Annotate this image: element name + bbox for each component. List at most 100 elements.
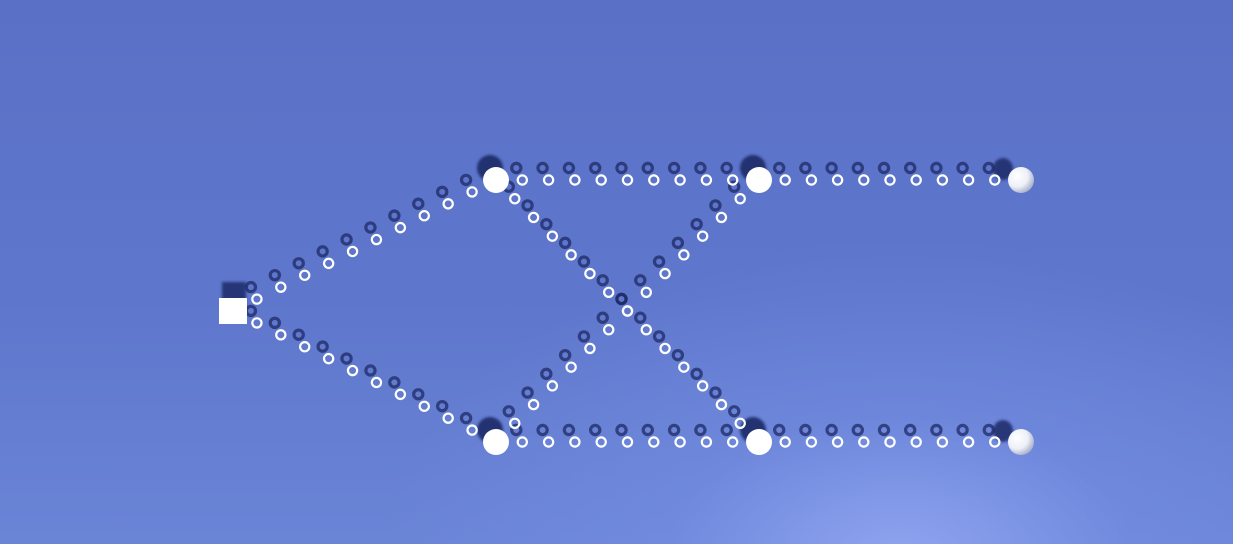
path-bead[interactable] — [831, 174, 844, 186]
bead-shadow — [690, 367, 703, 381]
path-bead[interactable] — [734, 417, 746, 429]
path-bead[interactable] — [700, 436, 713, 448]
path-bead[interactable] — [516, 436, 529, 448]
junction-node-bottom-left[interactable] — [483, 429, 509, 455]
path-bead[interactable] — [569, 174, 581, 186]
path-bead[interactable] — [779, 436, 791, 448]
bead-shadow — [540, 367, 553, 381]
path-bead[interactable] — [565, 249, 577, 261]
junction-node-bottom-mid[interactable] — [746, 429, 772, 455]
path-bead[interactable] — [565, 361, 577, 373]
path-bead[interactable] — [640, 286, 652, 298]
junction-node-top-mid[interactable] — [746, 167, 772, 193]
path-bead[interactable] — [989, 436, 1001, 448]
path-bead[interactable] — [466, 186, 478, 198]
path-bead[interactable] — [394, 221, 407, 234]
path-bead[interactable] — [989, 174, 1001, 186]
path-bead[interactable] — [696, 230, 709, 242]
path-bead[interactable] — [700, 174, 713, 186]
path-bead[interactable] — [251, 317, 263, 329]
path-bead[interactable] — [659, 342, 671, 355]
node-layer — [219, 167, 1034, 455]
path-bead[interactable] — [299, 341, 311, 353]
bead-shadow — [459, 173, 473, 187]
start-block[interactable] — [219, 298, 247, 324]
path-bead[interactable] — [678, 249, 690, 261]
path-bead[interactable] — [542, 436, 555, 448]
path-bead[interactable] — [621, 305, 634, 317]
path-bead[interactable] — [621, 174, 634, 186]
path-bead[interactable] — [442, 198, 454, 210]
path-bead[interactable] — [516, 174, 529, 186]
path-bead[interactable] — [595, 436, 607, 448]
path-bead[interactable] — [275, 281, 287, 293]
path-bead[interactable] — [418, 210, 430, 222]
path-bead[interactable] — [640, 324, 652, 336]
path-bead[interactable] — [299, 269, 311, 281]
path-bead[interactable] — [418, 400, 430, 412]
path-bead[interactable] — [936, 174, 949, 186]
path-bead[interactable] — [442, 412, 454, 424]
bead-shadow — [388, 209, 401, 222]
path-bead[interactable] — [621, 436, 634, 448]
path-bead[interactable] — [527, 211, 540, 224]
path-bead[interactable] — [659, 267, 671, 280]
path-bead[interactable] — [584, 267, 596, 280]
path-bead[interactable] — [542, 174, 555, 186]
path-bead[interactable] — [715, 398, 728, 411]
path-bead[interactable] — [779, 174, 791, 186]
path-bead[interactable] — [715, 211, 728, 224]
path-bead[interactable] — [648, 174, 660, 186]
goal-sphere-bottom-end[interactable] — [1008, 429, 1034, 455]
path-bead[interactable] — [370, 233, 383, 246]
path-bead[interactable] — [648, 436, 660, 448]
bead-shadow — [641, 161, 655, 175]
path-bead[interactable] — [910, 174, 922, 186]
path-bead[interactable] — [884, 174, 896, 186]
path-bead[interactable] — [910, 436, 922, 448]
path-bead[interactable] — [696, 380, 709, 392]
bead-shadow — [316, 245, 329, 258]
bead-shadow — [536, 423, 549, 437]
path-bead[interactable] — [275, 329, 287, 341]
bead-shadow — [316, 340, 329, 353]
path-bead[interactable] — [346, 364, 359, 377]
path-bead[interactable] — [595, 174, 607, 186]
path-bead[interactable] — [805, 436, 818, 448]
path-bead[interactable] — [546, 380, 559, 392]
bead-shadow — [596, 311, 609, 324]
path-bead[interactable] — [884, 436, 896, 448]
path-bead[interactable] — [603, 324, 615, 336]
path-bead[interactable] — [546, 230, 559, 242]
path-bead[interactable] — [370, 376, 383, 389]
path-bead[interactable] — [322, 257, 335, 270]
path-bead[interactable] — [603, 286, 615, 298]
path-bead[interactable] — [831, 436, 844, 448]
path-bead[interactable] — [727, 436, 739, 448]
path-bead[interactable] — [962, 436, 975, 448]
path-bead[interactable] — [346, 245, 359, 258]
path-bead[interactable] — [527, 398, 540, 411]
path-bead[interactable] — [805, 174, 818, 186]
path-bead[interactable] — [734, 193, 746, 205]
path-bead[interactable] — [674, 436, 686, 448]
path-bead[interactable] — [509, 193, 521, 205]
path-bead[interactable] — [584, 342, 596, 355]
path-bead[interactable] — [678, 361, 690, 373]
path-bead[interactable] — [394, 388, 407, 401]
path-bead[interactable] — [569, 436, 581, 448]
path-bead[interactable] — [251, 293, 263, 305]
path-bead[interactable] — [727, 174, 739, 186]
junction-node-top-left[interactable] — [483, 167, 509, 193]
path-bead[interactable] — [674, 174, 686, 186]
path-bead[interactable] — [936, 436, 949, 448]
path-bead[interactable] — [858, 436, 870, 448]
path-bead[interactable] — [509, 417, 521, 429]
path-bead[interactable] — [858, 174, 870, 186]
goal-sphere-top-end[interactable] — [1008, 167, 1034, 193]
path-bead[interactable] — [322, 352, 335, 365]
path-bead[interactable] — [962, 174, 975, 186]
path-bead[interactable] — [466, 424, 478, 436]
bead-shadow — [412, 388, 425, 401]
bead-shadow — [562, 161, 576, 175]
